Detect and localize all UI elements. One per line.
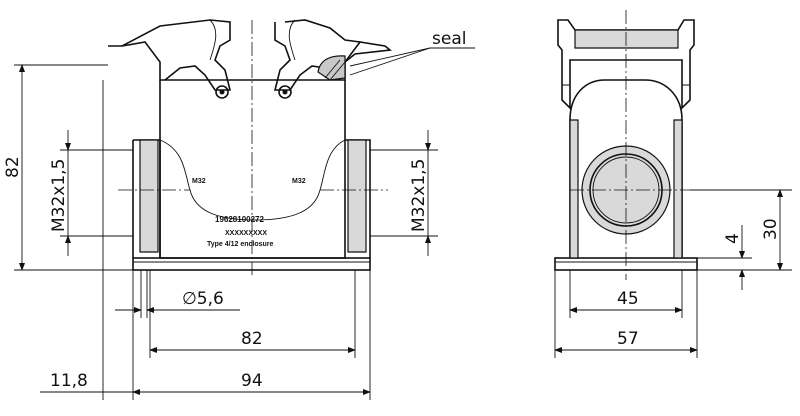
- side-view: [554, 10, 698, 280]
- port-marking-left: M32: [192, 178, 206, 185]
- dim-30-label: 30: [761, 218, 781, 240]
- dimension-height-4: 4: [697, 225, 752, 290]
- dimension-hole-diameter: ∅5,6: [115, 270, 240, 318]
- port-marking-right: M32: [292, 178, 306, 185]
- seal-label: seal: [432, 29, 466, 49]
- dim-94-label: 94: [241, 371, 263, 391]
- part-number-text: 19628100272: [215, 215, 264, 224]
- type-text: Type 4/12 enclosure: [207, 241, 274, 248]
- dimension-width-82: 82: [149, 270, 356, 358]
- dim-4-label: 4: [723, 233, 743, 244]
- dim-11-8-label: 11,8: [50, 371, 88, 391]
- thread-left-label: M32x1,5: [49, 159, 69, 232]
- front-view: [108, 19, 393, 275]
- dim-57-label: 57: [617, 329, 639, 349]
- dim-82-width-label: 82: [241, 329, 263, 349]
- dim-45-label: 45: [617, 289, 639, 309]
- hole-diameter-label: ∅5,6: [182, 289, 224, 309]
- dimension-width-94: 94 11,8: [40, 80, 371, 400]
- dimension-height-82: 82: [3, 64, 133, 271]
- code-text: XXXXXXXXX: [225, 230, 267, 237]
- dimension-width-45: 45: [569, 270, 683, 318]
- dimension-thread-left: M32x1,5: [49, 130, 133, 256]
- dimension-width-57: 57: [554, 270, 698, 358]
- thread-right-label: M32x1,5: [409, 159, 429, 232]
- seal-callout: seal: [349, 29, 475, 76]
- dim-82-height-label: 82: [3, 156, 23, 178]
- dimension-height-30: 30: [690, 189, 792, 271]
- dimension-thread-right: M32x1,5: [370, 130, 438, 256]
